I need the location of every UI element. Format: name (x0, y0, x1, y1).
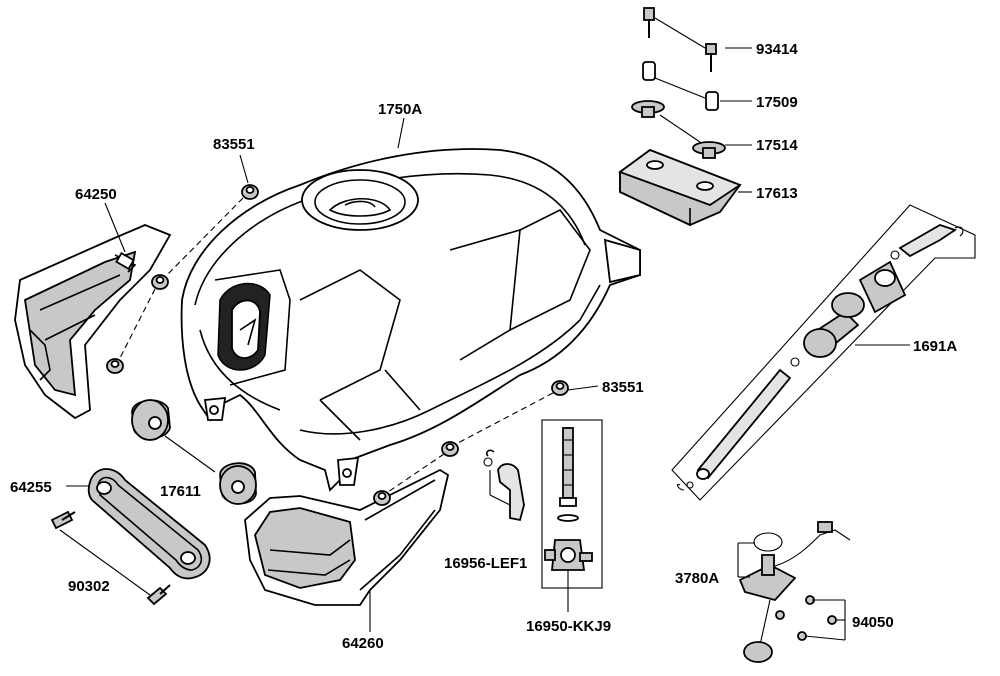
label-16956-lef1: 16956-LEF1 (444, 555, 527, 572)
label-83551-right: 83551 (602, 379, 644, 396)
label-3780a: 3780A (675, 570, 719, 587)
fuel-filter-1691a (671, 204, 976, 501)
part-labels: 93414 17509 17514 17613 1750A 83551 6425… (10, 41, 957, 652)
label-16950-kkj9: 16950-KKJ9 (526, 618, 611, 635)
label-93414: 93414 (756, 41, 798, 58)
screw-90302 (50, 510, 171, 606)
label-64260: 64260 (342, 635, 384, 652)
label-17613: 17613 (756, 185, 798, 202)
strap-64255 (87, 468, 211, 580)
fuel-tank-1750a (180, 148, 641, 492)
label-90302: 90302 (68, 578, 110, 595)
bolt-93414 (643, 7, 717, 72)
label-1750a: 1750A (378, 101, 422, 118)
label-94050: 94050 (852, 614, 894, 631)
pad-17613 (618, 148, 742, 227)
fuel-sender-3780a (738, 521, 851, 663)
label-17514: 17514 (756, 137, 798, 154)
label-64250: 64250 (75, 186, 117, 203)
label-64255: 64255 (10, 479, 52, 496)
hose-16956-lef1 (483, 449, 525, 522)
rubber-mount-17514 (631, 100, 726, 159)
collar-17509 (642, 61, 719, 111)
side-cover-64260 (244, 468, 450, 606)
grommet-83551-right (373, 380, 569, 506)
label-1691a: 1691A (913, 338, 957, 355)
leader-lines (66, 47, 910, 641)
label-83551-top: 83551 (213, 136, 255, 153)
damper-17611 (131, 399, 257, 505)
grommet-83551-top (106, 184, 259, 374)
label-17611: 17611 (160, 483, 201, 500)
label-17509: 17509 (756, 94, 798, 111)
side-cover-64250 (14, 224, 172, 420)
fuel-cock-16950-kkj9 (541, 419, 603, 612)
